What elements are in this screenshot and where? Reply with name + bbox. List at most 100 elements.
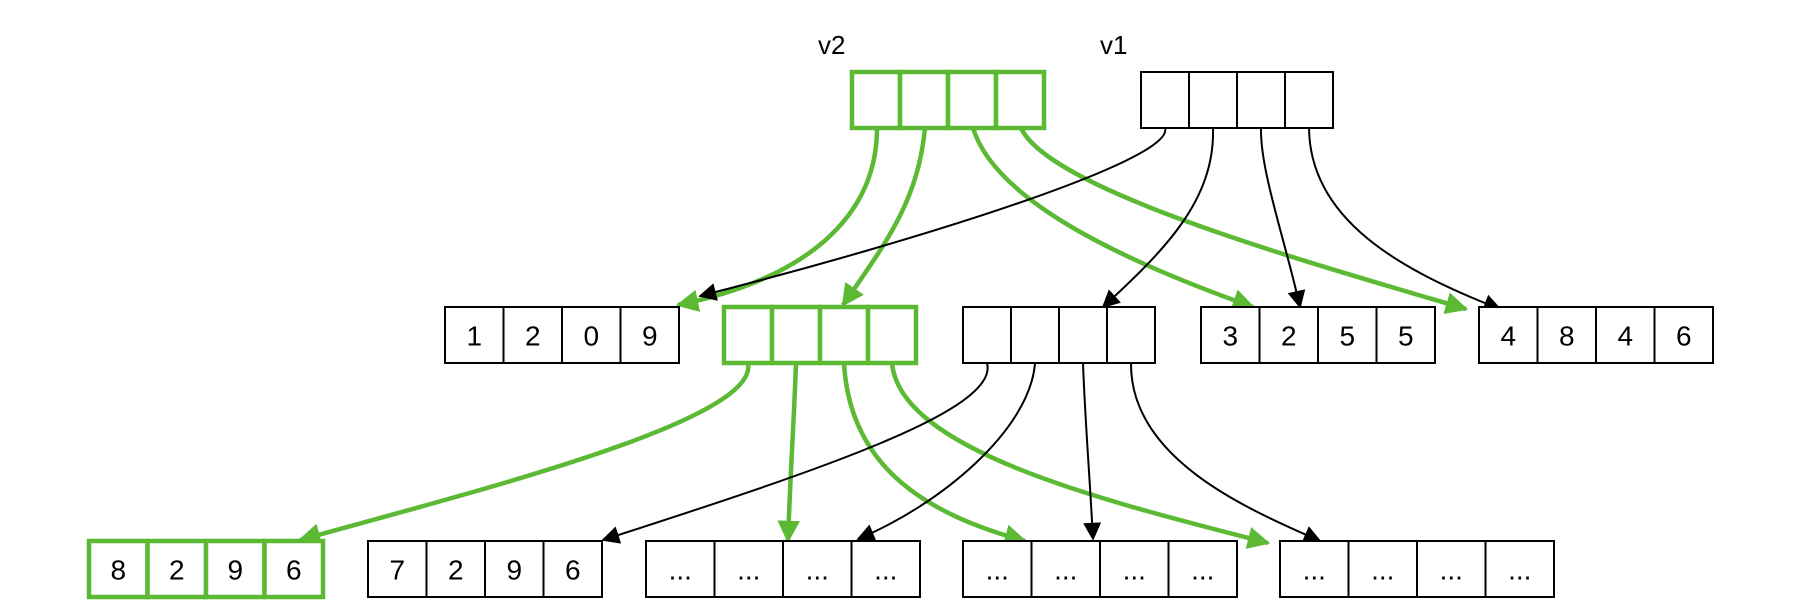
cell xyxy=(1140,71,1190,129)
cell-value: ... xyxy=(1440,555,1463,586)
cell-value: 3 xyxy=(1222,321,1238,352)
cell xyxy=(425,540,486,598)
cell-value: 2 xyxy=(169,555,185,586)
cell xyxy=(962,540,1033,598)
cell xyxy=(1058,306,1108,364)
node-leaf-8296: 8 2 9 6 xyxy=(86,538,326,600)
cell xyxy=(945,69,999,131)
edge-new-version xyxy=(841,362,1028,547)
cell xyxy=(444,306,505,364)
cell xyxy=(262,538,326,600)
cell xyxy=(865,304,919,366)
cell-value: 8 xyxy=(110,555,126,586)
cell xyxy=(1347,540,1418,598)
cell-value: 2 xyxy=(525,321,541,352)
cell-value: ... xyxy=(1191,555,1214,586)
node-leaf-3255: 3 2 5 5 xyxy=(1200,306,1436,364)
cell xyxy=(721,304,775,366)
cell-value: 4 xyxy=(1500,321,1516,352)
cell xyxy=(203,538,267,600)
cell xyxy=(542,540,603,598)
cell-value: ... xyxy=(1123,555,1146,586)
edge-old-version xyxy=(601,362,989,544)
cell-value: 1 xyxy=(466,321,482,352)
cell xyxy=(1595,306,1656,364)
cell-value: ... xyxy=(874,555,897,586)
cell xyxy=(367,540,428,598)
edge-old-version xyxy=(1129,362,1322,543)
cell-value: 9 xyxy=(227,555,243,586)
cell xyxy=(1258,306,1319,364)
edge-new-version xyxy=(970,127,1256,311)
cell-value: 2 xyxy=(448,555,464,586)
cell xyxy=(645,540,716,598)
cell xyxy=(484,540,545,598)
cell-value: 8 xyxy=(1559,321,1575,352)
cell xyxy=(502,306,563,364)
cell-value: ... xyxy=(1303,555,1326,586)
cell xyxy=(1416,540,1487,598)
edge-old-version xyxy=(1308,127,1502,312)
edge-new-version xyxy=(889,362,1271,549)
label-v1: v1 xyxy=(1100,30,1127,60)
cell xyxy=(1010,306,1060,364)
cell-value: ... xyxy=(1371,555,1394,586)
cell xyxy=(782,540,853,598)
cell xyxy=(849,69,903,131)
edge-new-version xyxy=(777,362,800,544)
cell xyxy=(962,306,1012,364)
cell xyxy=(1284,71,1334,129)
cell-value: 6 xyxy=(286,555,302,586)
cell xyxy=(817,304,871,366)
cell xyxy=(1167,540,1238,598)
cell xyxy=(897,69,951,131)
cell xyxy=(1279,540,1350,598)
edge-old-version xyxy=(698,127,1167,301)
cell xyxy=(1653,306,1714,364)
edges xyxy=(297,127,1502,549)
node-leaf-c: ............ xyxy=(1279,540,1555,598)
edge-new-version xyxy=(1018,127,1469,315)
cell-value: 6 xyxy=(1676,321,1692,352)
edge-old-version xyxy=(1259,127,1306,309)
cell-value: ... xyxy=(1508,555,1531,586)
cell xyxy=(1106,306,1156,364)
node-mid-green xyxy=(721,304,919,366)
cell xyxy=(1536,306,1597,364)
cell xyxy=(1188,71,1238,129)
cell-value: ... xyxy=(806,555,829,586)
node-leaf-1209: 1 2 0 9 xyxy=(444,306,680,364)
cell xyxy=(1030,540,1101,598)
node-mid-black xyxy=(962,306,1156,364)
cell xyxy=(1236,71,1286,129)
cell xyxy=(561,306,622,364)
cell-value: 7 xyxy=(389,555,405,586)
cell xyxy=(1099,540,1170,598)
edge-new-version xyxy=(841,127,928,307)
cell xyxy=(1317,306,1378,364)
cell-value: 5 xyxy=(1339,321,1355,352)
cell-value: ... xyxy=(986,555,1009,586)
node-leaf-4846: 4 8 4 6 xyxy=(1478,306,1714,364)
node-leaf-7296: 7 2 9 6 xyxy=(367,540,603,598)
cell-value: 9 xyxy=(642,321,658,352)
cell-value: 0 xyxy=(583,321,599,352)
cell-value: 2 xyxy=(1281,321,1297,352)
edge-old-version xyxy=(1101,127,1215,309)
node-v1 xyxy=(1140,71,1334,129)
cell xyxy=(1375,306,1436,364)
node-leaf-b: ............ xyxy=(962,540,1238,598)
cell xyxy=(1484,540,1555,598)
edge-old-version xyxy=(856,362,1036,542)
cell xyxy=(993,69,1047,131)
cell-value: ... xyxy=(669,555,692,586)
cell-value: 5 xyxy=(1398,321,1414,352)
nodes: 1 2 0 9 3 2 5 5 4 8 4 6 8 2 9 6 7 2 9 6....................… xyxy=(86,69,1714,600)
cell-value: 6 xyxy=(565,555,581,586)
edge-new-version xyxy=(297,362,751,546)
cell-value: 4 xyxy=(1617,321,1633,352)
cell xyxy=(1478,306,1539,364)
cell-value: 9 xyxy=(506,555,522,586)
label-v2: v2 xyxy=(818,30,845,60)
